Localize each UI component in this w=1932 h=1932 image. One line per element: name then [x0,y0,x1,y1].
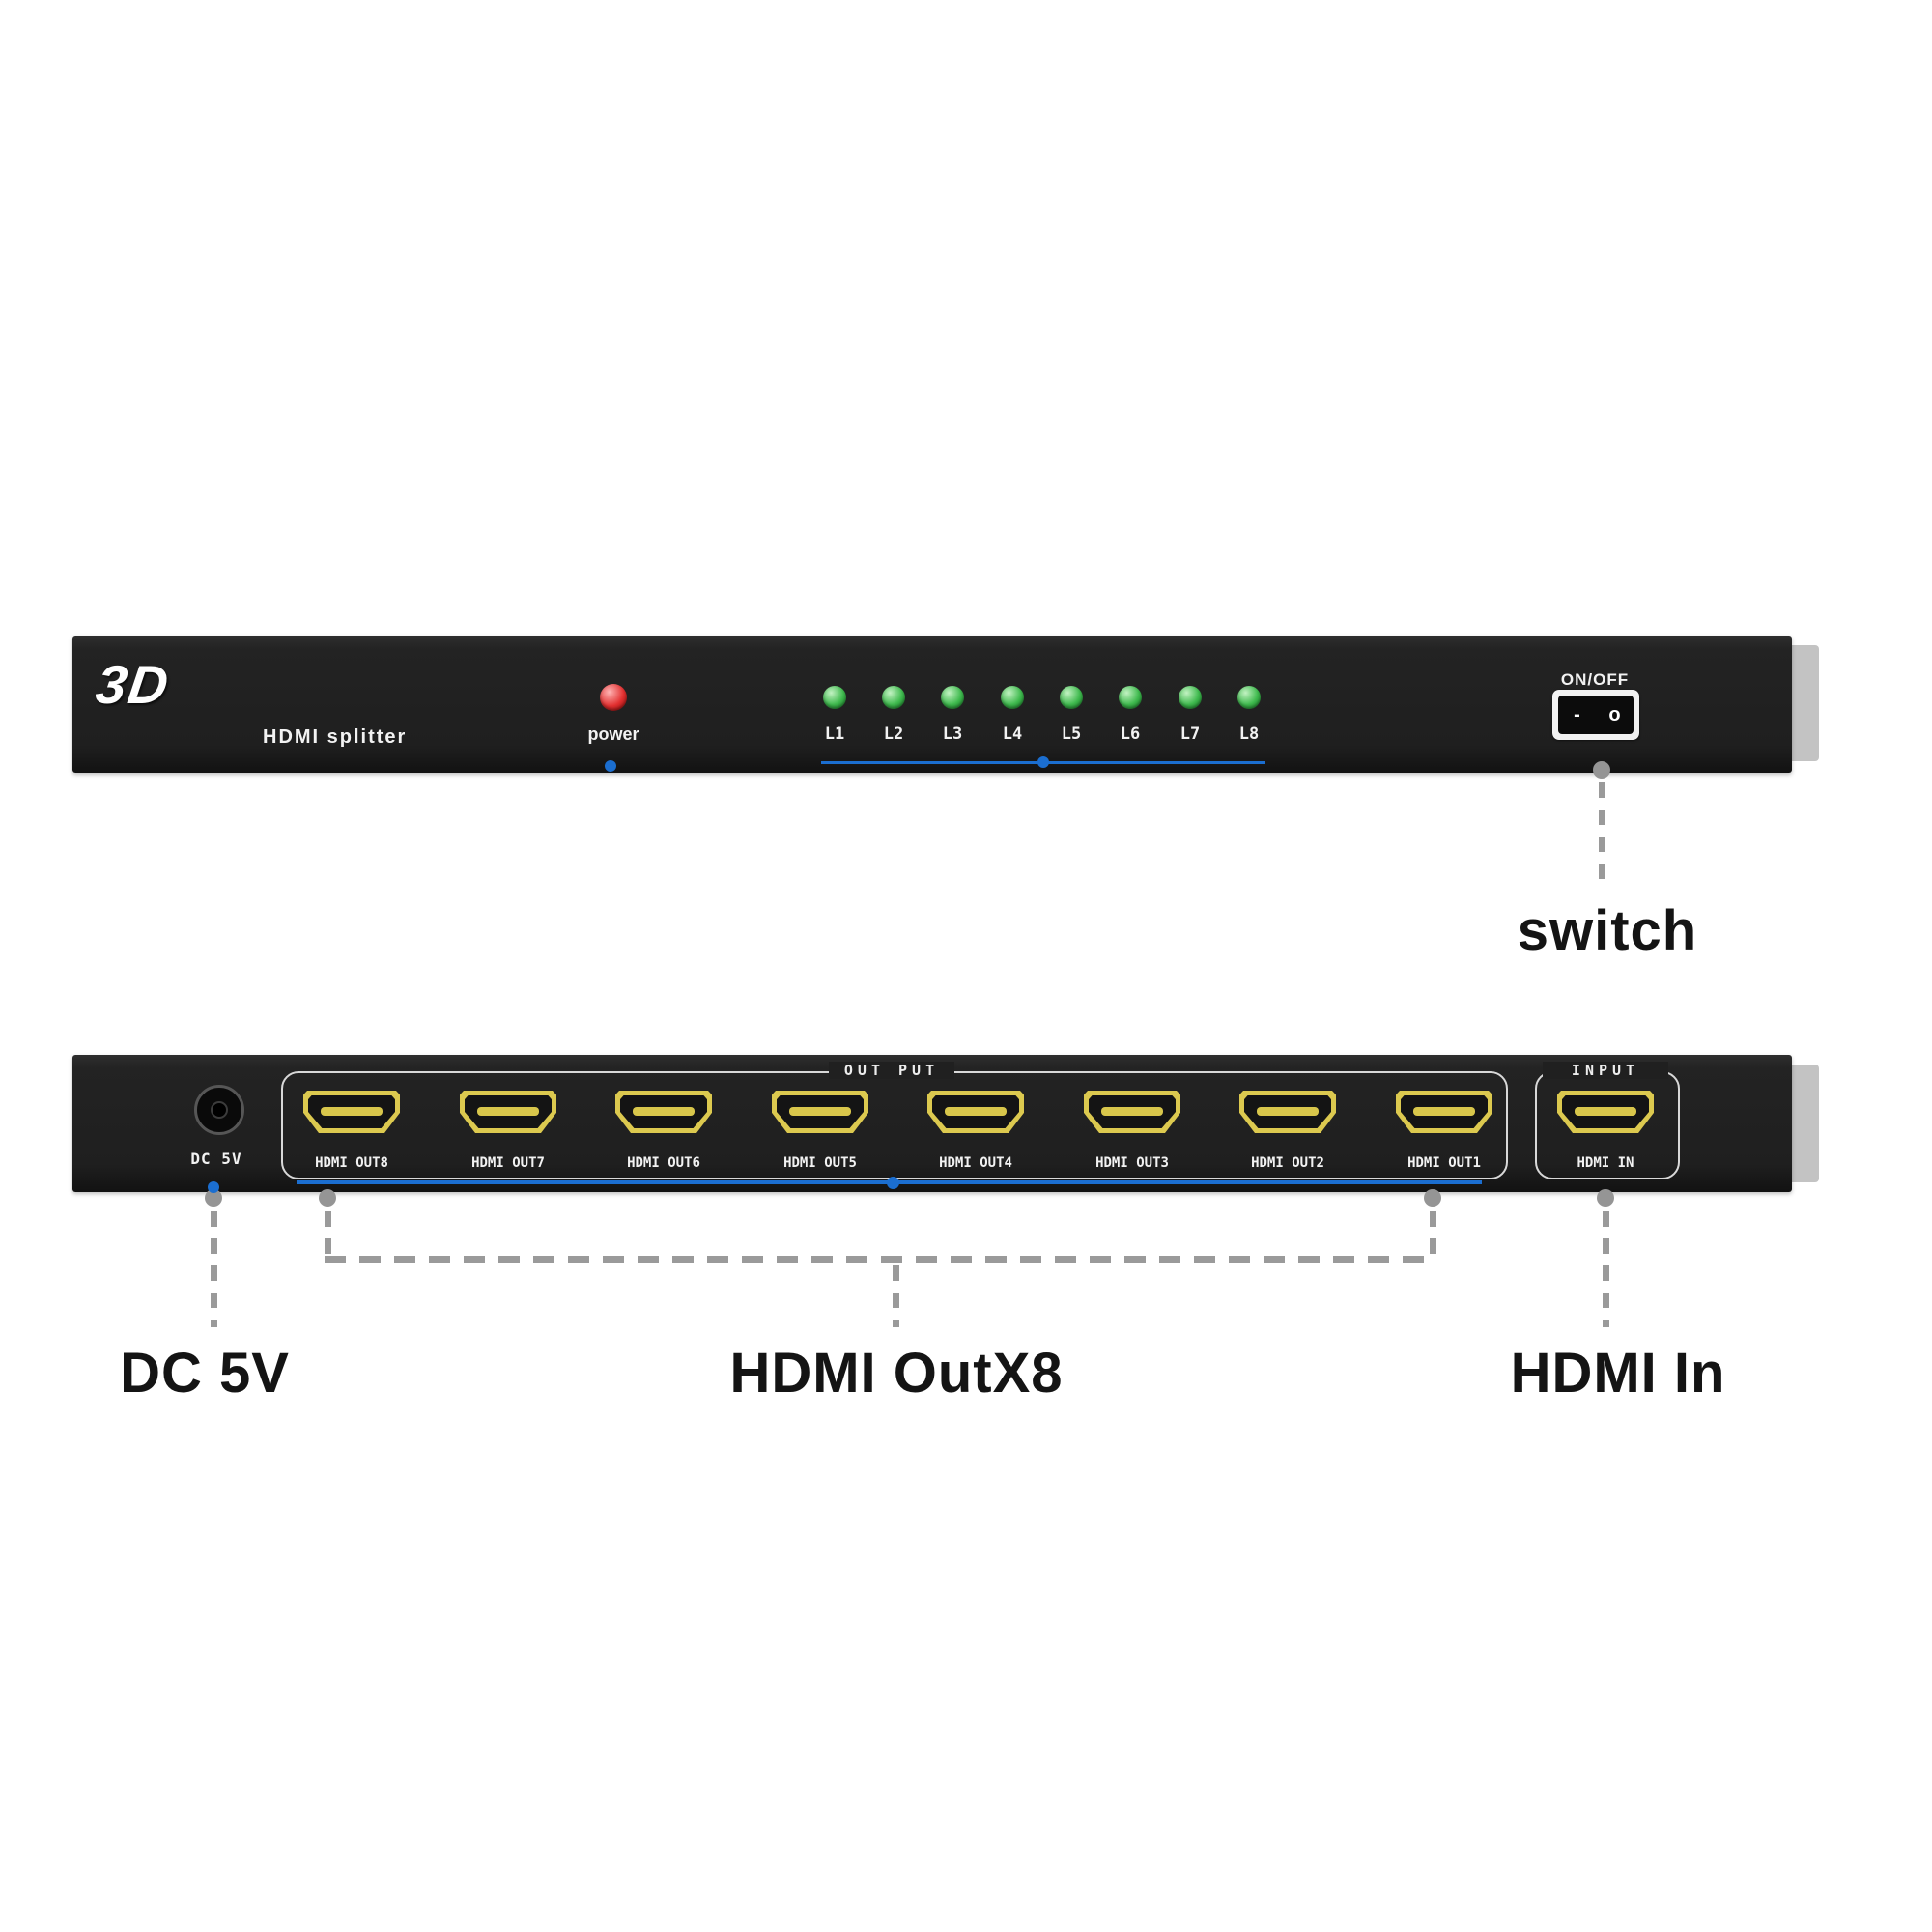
led-underline-dot [1037,756,1049,768]
hdmi-out8-label: HDMI OUT8 [315,1155,388,1171]
input-group-label: INPUT [1543,1062,1668,1079]
power-led-icon [600,684,627,711]
out-left-callout-dot [319,1189,336,1207]
led-l5-icon [1060,686,1083,709]
hdmi-in-label: HDMI IN [1577,1155,1634,1171]
led-label-l7: L7 [1179,724,1201,744]
power-marker-dot [605,760,616,772]
dc-marker-dot [208,1181,219,1193]
output-underline-dot [887,1177,899,1189]
out-right-callout-line [1430,1211,1436,1260]
dc-callout-line [211,1211,217,1327]
switch-off-mark: o [1608,704,1621,725]
out-callout-bracket [325,1256,1436,1263]
switch-callout-dot [1593,761,1610,779]
led-label-l1: L1 [824,724,845,744]
out-center-callout-line [893,1265,899,1327]
hdmi-in-annotation: HDMI In [1510,1342,1726,1405]
hdmi-out4-label: HDMI OUT4 [939,1155,1012,1171]
switch-title: ON/OFF [1560,670,1630,689]
rocker-switch-face: - o [1558,696,1634,734]
hdmi-out8-port [303,1091,400,1133]
hdmi-out-annotation: HDMI OutX8 [729,1342,1064,1405]
led-label-l4: L4 [1002,724,1023,744]
in-callout-line [1603,1211,1609,1327]
dc-jack [194,1085,244,1135]
out-right-callout-dot [1424,1189,1441,1207]
in-callout-dot [1597,1189,1614,1207]
led-l1-icon [823,686,846,709]
dc-annotation: DC 5V [120,1342,290,1405]
hdmi-out7-port [460,1091,556,1133]
hdmi-out3-label: HDMI OUT3 [1095,1155,1169,1171]
dc-port-label: DC 5V [190,1150,242,1168]
switch-callout-line [1599,782,1605,891]
hdmi-out5-port [772,1091,868,1133]
hdmi-out1-port [1396,1091,1492,1133]
rocker-switch: - o [1552,690,1639,740]
hdmi-out7-label: HDMI OUT7 [471,1155,545,1171]
led-l8-icon [1237,686,1261,709]
switch-on-mark: - [1574,704,1580,725]
hdmi-out1-label: HDMI OUT1 [1407,1155,1481,1171]
hdmi-out4-port [927,1091,1024,1133]
led-label-l6: L6 [1120,724,1141,744]
switch-annotation: switch [1517,899,1698,962]
hdmi-out6-label: HDMI OUT6 [627,1155,700,1171]
led-l7-icon [1179,686,1202,709]
led-label-l3: L3 [942,724,963,744]
hdmi-out2-port [1239,1091,1336,1133]
hdmi-in-port [1557,1091,1654,1133]
out-left-callout-line [325,1211,331,1260]
front-panel [72,636,1792,773]
hdmi-out3-port [1084,1091,1180,1133]
brand-logo: 3D [92,654,175,715]
led-label-l2: L2 [883,724,904,744]
dc-callout-dot [205,1189,222,1207]
hdmi-out6-port [615,1091,712,1133]
led-l3-icon [941,686,964,709]
led-l2-icon [882,686,905,709]
led-label-l5: L5 [1061,724,1082,744]
power-label: power [587,724,639,744]
led-l6-icon [1119,686,1142,709]
output-group-label: OUT PUT [829,1062,954,1079]
led-label-l8: L8 [1238,724,1260,744]
hdmi-out2-label: HDMI OUT2 [1251,1155,1324,1171]
device-name: HDMI splitter [263,726,408,748]
hdmi-out5-label: HDMI OUT5 [783,1155,857,1171]
led-l4-icon [1001,686,1024,709]
